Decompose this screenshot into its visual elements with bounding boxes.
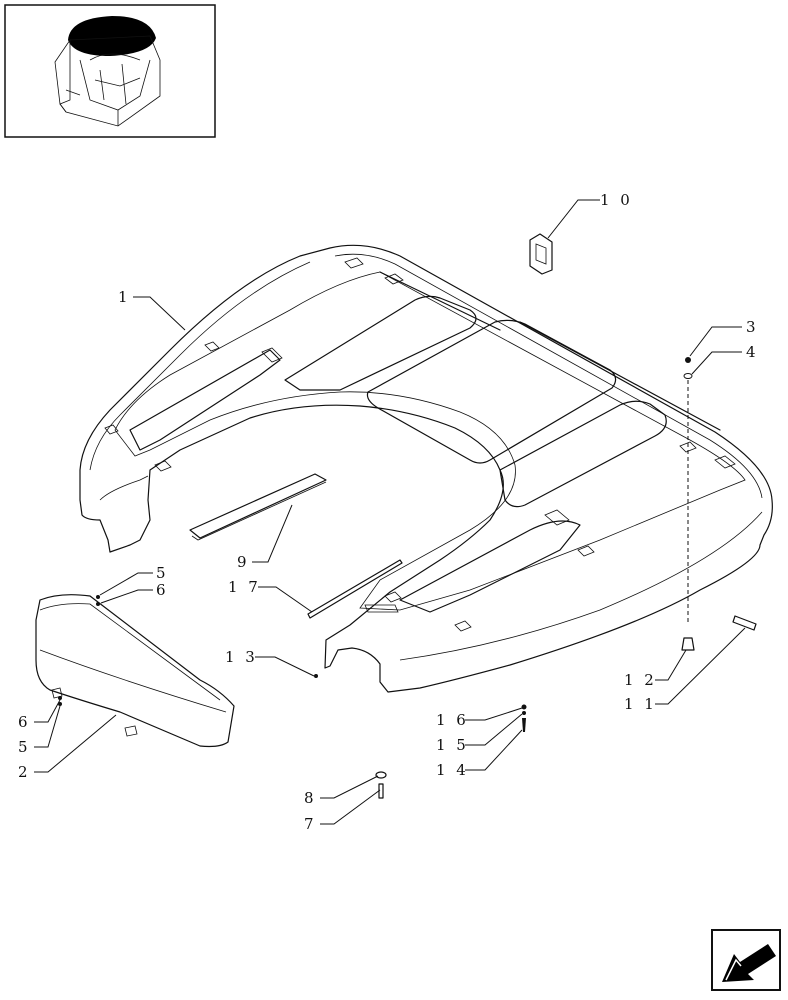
callout-7: 7 [304, 815, 317, 833]
next-page-arrow-icon[interactable] [711, 929, 781, 991]
callout-11: 1 1 [624, 695, 657, 713]
callout-16: 1 6 [436, 711, 469, 729]
callout-8: 8 [304, 789, 317, 807]
seal-strip [189, 473, 327, 541]
cab-thumbnail-icon[interactable] [4, 4, 216, 138]
handle-part [529, 233, 553, 275]
hardware-parts [58, 357, 757, 799]
thin-strip [307, 559, 403, 619]
callout-1: 1 [118, 288, 131, 306]
callout-2: 2 [18, 763, 31, 781]
callout-9: 9 [237, 553, 250, 571]
callout-6-bottom: 6 [18, 713, 31, 731]
callout-12: 1 2 [624, 671, 657, 689]
callout-labels: 1 0 1 3 4 5 6 9 1 7 1 3 1 2 1 1 6 5 2 1 … [18, 191, 759, 833]
leader-lines [34, 199, 746, 825]
callout-5-bottom: 5 [18, 738, 31, 756]
callout-3: 3 [746, 318, 759, 336]
callout-15: 1 5 [436, 736, 469, 754]
callout-13: 1 3 [225, 648, 258, 666]
callout-6-top: 6 [156, 581, 169, 599]
front-trim [35, 594, 235, 748]
callout-10: 1 0 [600, 191, 633, 209]
callout-17: 1 7 [228, 578, 261, 596]
roof-panel [79, 244, 773, 693]
callout-4: 4 [746, 343, 759, 361]
callout-14: 1 4 [436, 761, 469, 779]
callout-5-top: 5 [156, 564, 169, 582]
